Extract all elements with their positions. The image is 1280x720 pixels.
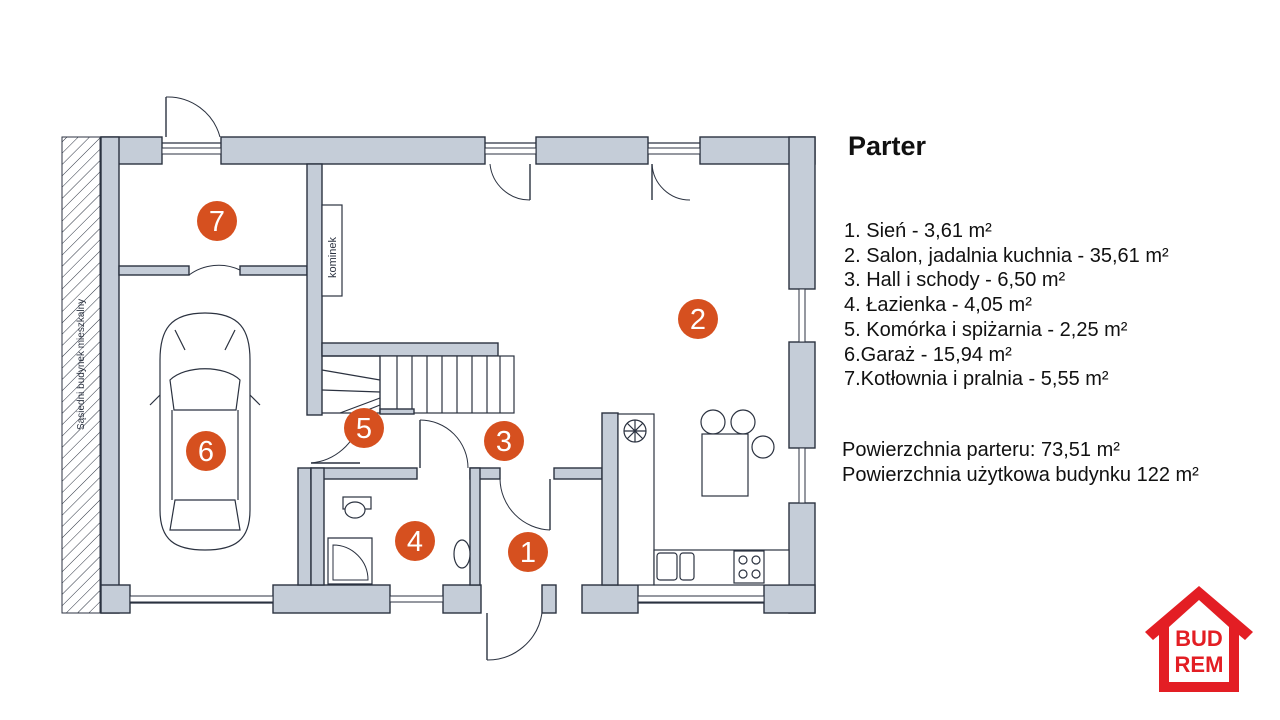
room-list-item: 2. Salon, jadalnia kuchnia - 35,61 m² (844, 244, 1169, 267)
logo-text-rem: REM (1175, 652, 1224, 677)
room-list-item: 6.Garaż - 15,94 m² (844, 343, 1012, 366)
plan-title: Parter (848, 131, 927, 161)
svg-text:5: 5 (356, 413, 372, 445)
house-logo-icon (1145, 586, 1253, 692)
room-list: 1. Sień - 3,61 m² 2. Salon, jadalnia kuc… (844, 219, 1169, 392)
svg-text:2: 2 (690, 304, 706, 336)
room-list-item: 4. Łazienka - 4,05 m² (844, 294, 1032, 317)
room-marker-7: 7 (197, 201, 237, 241)
room-markers: 1 2 3 4 5 6 7 (186, 201, 718, 572)
room-marker-6: 6 (186, 431, 226, 471)
bathroom-fixtures (327, 496, 471, 585)
stairs (321, 355, 515, 415)
room-marker-1: 1 (508, 532, 548, 572)
room-marker-3: 3 (484, 421, 524, 461)
svg-text:1: 1 (520, 537, 536, 569)
kominek-label: kominek (327, 237, 339, 278)
doors (165, 96, 691, 661)
room-marker-2: 2 (678, 299, 718, 339)
svg-text:7: 7 (209, 206, 225, 238)
outer-walls (100, 136, 816, 614)
svg-text:6: 6 (198, 436, 214, 468)
room-list-item: 7.Kotłownia i pralnia - 5,55 m² (844, 368, 1109, 391)
svg-text:3: 3 (496, 426, 512, 458)
interior-walls: kominek (118, 163, 619, 586)
ground-floor-area: Powierzchnia parteru: 73,51 m² (842, 439, 1120, 461)
room-list-item: 5. Komórka i spiżarnia - 2,25 m² (844, 318, 1128, 341)
room-marker-4: 4 (395, 521, 435, 561)
floor-plan: Sąsiedni budynek mieszkalny (61, 96, 816, 661)
room-list-item: 3. Hall i schody - 6,50 m² (844, 269, 1066, 292)
neighbor-label: Sąsiedni budynek mieszkalny (76, 299, 87, 430)
budrem-logo: BUD REM (1145, 586, 1253, 692)
neighbor-building: Sąsiedni budynek mieszkalny (61, 136, 101, 614)
logo-text-bud: BUD (1175, 626, 1223, 651)
kitchen-fixtures (617, 409, 790, 586)
windows (129, 142, 806, 604)
usable-area: Powierzchnia użytkowa budynku 122 m² (842, 464, 1199, 486)
area-summary: Powierzchnia parteru: 73,51 m² Powierzch… (842, 438, 1199, 488)
svg-text:4: 4 (407, 526, 423, 558)
room-marker-5: 5 (344, 408, 384, 448)
room-list-item: 1. Sień - 3,61 m² (844, 220, 992, 242)
